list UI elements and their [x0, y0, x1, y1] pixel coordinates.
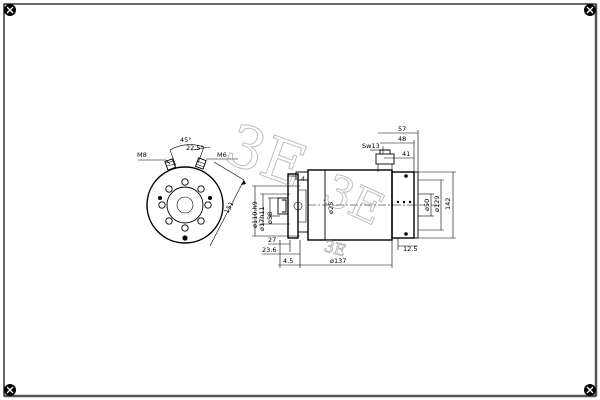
x-circle-icon [4, 4, 16, 16]
dim-d58-label: ø58 [266, 212, 274, 224]
x-circle-icon [584, 4, 596, 16]
terminal-left-label: M8 [137, 151, 147, 159]
end-holes [396, 174, 412, 236]
drain-plug [182, 235, 188, 241]
watermark-text: 3E [217, 110, 315, 201]
terminal-stud-right [194, 157, 207, 170]
dim-57-label: 57 [398, 125, 406, 133]
terminal-stud-left [164, 158, 177, 171]
shaft-circle [176, 196, 194, 214]
dim-129-label: ø129 [433, 196, 441, 212]
flange-outer-circle [146, 166, 224, 244]
dim-d25-label: ø25 [327, 202, 335, 214]
dim-d110-label: ø110.h9 [251, 201, 259, 228]
dim-41-label: 41 [402, 150, 410, 158]
x-circle-icon [4, 384, 16, 396]
watermark-logo: 3E 3E 3E [217, 110, 392, 261]
dim-4-label: 4 [301, 175, 305, 183]
drawing-border [3, 3, 597, 397]
angle-45-label: 45° [180, 136, 192, 144]
front-view: 45° 22.5° M8 M6 151 [137, 136, 246, 247]
dim-d50-label: ø50 [423, 199, 431, 211]
shaft-stub [277, 197, 289, 215]
sw13-label: Sw13 [362, 142, 380, 150]
end-view: 57 48 41 Sw13 142 ø129 ø50 12.5 [362, 125, 456, 253]
dim-27-label: 27 [268, 236, 276, 244]
dim-12-5-label: 12.5 [403, 245, 417, 253]
dim-151-label: 151 [223, 200, 236, 215]
flange-inner-circle [166, 186, 204, 224]
dim-23-6-label: 23.6 [262, 246, 276, 254]
dim-151-line [209, 179, 245, 247]
angle-22-5-label: 22.5° [186, 144, 204, 152]
dim-142-label: 142 [444, 198, 452, 210]
dim-4-5-label: 4.5 [283, 257, 293, 265]
bolt-holes [158, 178, 212, 232]
angle-arc [169, 144, 205, 151]
watermark-text-2: 3E [315, 164, 391, 236]
terminal-box [375, 153, 395, 165]
dim-137-label: ø137 [330, 257, 346, 265]
terminal-right-label: M6 [217, 151, 227, 159]
dim-d17-label: ø17h11 [258, 206, 266, 231]
diameter-dimensions [252, 185, 300, 237]
side-view: ø110.h9 ø17h11 ø58 ø25 4 27 23.6 4.5 ø13… [251, 169, 395, 268]
x-circle-icon [584, 384, 596, 396]
dim-48-label: 48 [398, 135, 406, 143]
